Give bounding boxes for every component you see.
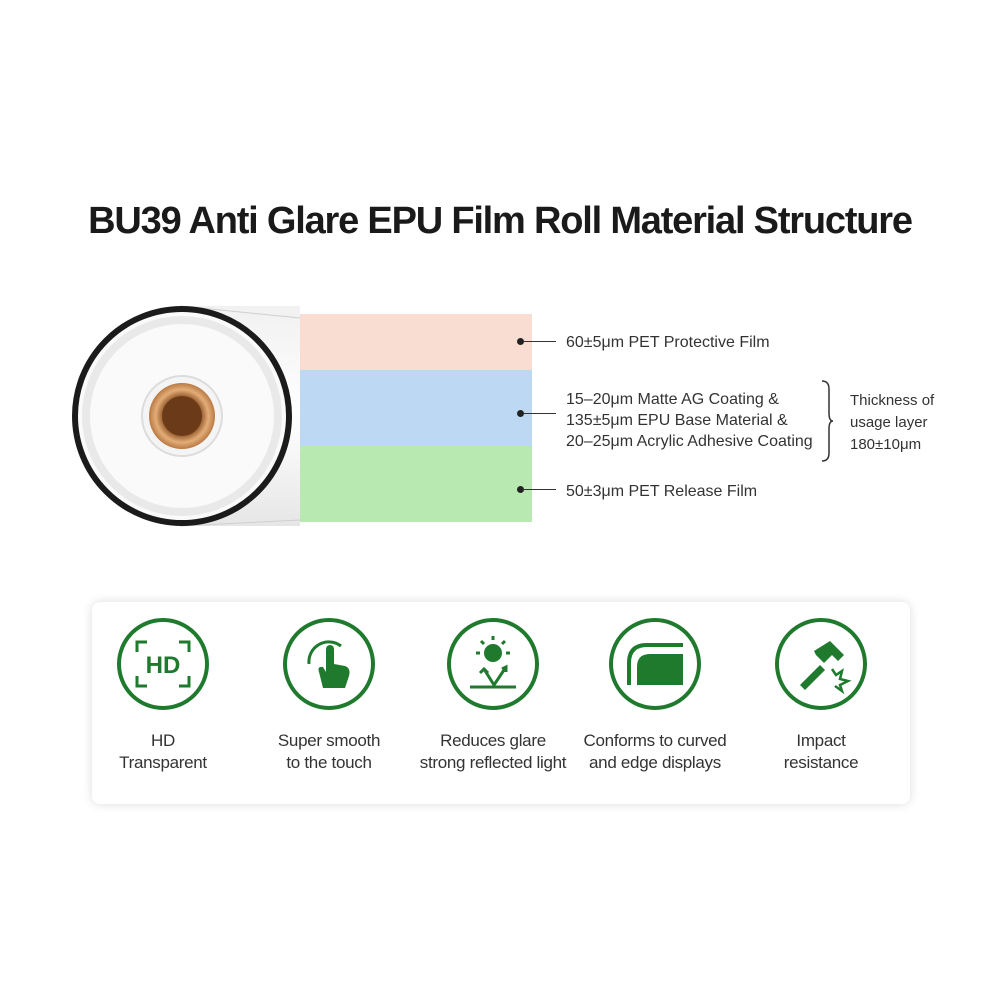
caption-line: HD xyxy=(151,731,175,750)
thickness-line: Thickness of xyxy=(850,392,935,409)
thickness-line: usage layer xyxy=(850,414,928,431)
layer-band-epu-core xyxy=(300,370,532,446)
layer-label-line: 135±5μm EPU Base Material & xyxy=(566,412,788,429)
layer-label-pet-release: 50±3μm PET Release Film xyxy=(566,483,758,500)
thickness-note: Thickness of usage layer 180±10μm xyxy=(850,390,934,456)
hammer-impact-icon xyxy=(775,618,867,710)
callout-line-1 xyxy=(524,341,556,342)
callout-dot-3 xyxy=(517,486,524,493)
roll-inner-shade xyxy=(82,316,282,516)
layer-band-pet-protective xyxy=(300,314,532,370)
callout-dot-2 xyxy=(517,410,524,417)
feature-caption: Super smooth to the touch xyxy=(248,730,410,774)
caption-line: Impact xyxy=(796,731,846,750)
caption-line: Transparent xyxy=(119,753,207,772)
caption-line: Super smooth xyxy=(277,731,381,750)
feature-hd: HD HD Transparent xyxy=(82,618,244,774)
thickness-line: 180±10μm xyxy=(850,436,922,453)
feature-caption: Impact resistance xyxy=(740,730,902,774)
film-roll-diagram xyxy=(72,305,532,527)
feature-caption: Reduces glare strong reflected light xyxy=(412,730,574,774)
feature-smooth-touch: Super smooth to the touch xyxy=(248,618,410,774)
roll-core-hole xyxy=(162,396,202,436)
layer-label-line: 20–25μm Acrylic Adhesive Coating xyxy=(566,433,813,450)
page-title: BU39 Anti Glare EPU Film Roll Material S… xyxy=(88,200,913,242)
layer-label-pet-protective: 60±5μm PET Protective Film xyxy=(566,334,770,351)
sun-glare-icon xyxy=(447,618,539,710)
thickness-bracket xyxy=(821,380,834,462)
caption-line: strong reflected light xyxy=(419,753,567,772)
touch-hand-icon xyxy=(283,618,375,710)
caption-line: Reduces glare xyxy=(440,731,546,750)
callout-dot-1 xyxy=(517,338,524,345)
caption-line: and edge displays xyxy=(589,753,721,772)
callout-line-3 xyxy=(524,489,556,490)
caption-line: Conforms to curved xyxy=(583,731,727,750)
feature-curved-edge: Conforms to curved and edge displays xyxy=(574,618,736,774)
roll-bottom-edge xyxy=(179,519,301,527)
hd-icon: HD xyxy=(117,618,209,710)
feature-impact: Impact resistance xyxy=(740,618,902,774)
curved-edge-icon xyxy=(609,618,701,710)
callout-line-2 xyxy=(524,413,556,414)
features-panel: HD HD Transparent Super smooth to the to… xyxy=(92,602,910,804)
layer-band-pet-release xyxy=(300,446,532,522)
feature-caption: HD Transparent xyxy=(82,730,244,774)
caption-line: to the touch xyxy=(286,753,372,772)
feature-caption: Conforms to curved and edge displays xyxy=(574,730,736,774)
caption-line: resistance xyxy=(783,753,859,772)
svg-text:HD: HD xyxy=(146,652,181,679)
feature-anti-glare: Reduces glare strong reflected light xyxy=(412,618,574,774)
layer-label-line: 15–20μm Matte AG Coating & xyxy=(566,391,779,408)
layer-label-epu-core: 15–20μm Matte AG Coating & 135±5μm EPU B… xyxy=(566,389,813,452)
